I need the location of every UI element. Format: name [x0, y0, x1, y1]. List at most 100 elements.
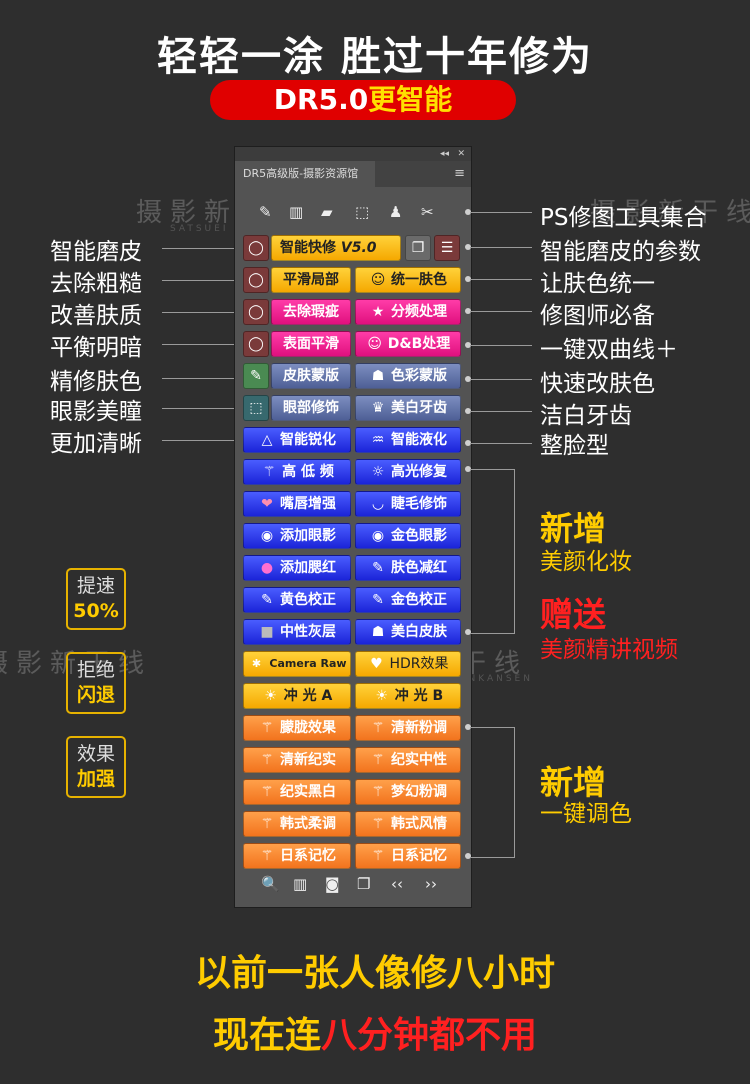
dream-pink-button[interactable]: ⚚ 梦幻粉调	[355, 779, 461, 805]
eraser-icon[interactable]: ▰	[321, 203, 333, 221]
gold-eyeshadow-button[interactable]: ◉金色眼影	[355, 523, 461, 549]
stamp-icon[interactable]: ♟	[389, 203, 403, 221]
gold-correct-button[interactable]: ✎金色校正	[355, 587, 461, 613]
version-pill: DR5.0更智能	[210, 80, 516, 120]
left-label-balance-light: 平衡明暗	[50, 335, 142, 361]
lip-enhance-button[interactable]: ❤嘴唇增强	[243, 491, 351, 517]
panel-tab[interactable]: DR5高级版-摄影资源馆	[235, 161, 375, 187]
brush-icon[interactable]: ✎	[259, 203, 272, 221]
korean-soft-button[interactable]: ⚚韩式柔调	[243, 811, 351, 837]
flash-b-button[interactable]: ☀冲 光 B	[355, 683, 461, 709]
doc-neutral-label: 纪实中性	[391, 752, 447, 768]
smart-liquify-button[interactable]: ♒智能液化	[355, 427, 461, 453]
smart-fix-label: 智能快修	[280, 240, 336, 256]
collapse-icon[interactable]: ◂◂	[439, 149, 449, 159]
neutral-gray-button[interactable]: ■中性灰层	[243, 619, 351, 645]
close-icon[interactable]: ✕	[457, 149, 465, 159]
preview-icon[interactable]: ◙	[325, 875, 340, 893]
puppet-icon[interactable]: ✂	[421, 203, 434, 221]
smart-sharpen-button[interactable]: △智能锐化	[243, 427, 351, 453]
korean-style-button[interactable]: ⚚韩式风情	[355, 811, 461, 837]
dream-pink-label: 梦幻粉调	[391, 784, 447, 800]
dropper-icon[interactable]: ✎	[243, 363, 269, 389]
lasso-icon[interactable]: ◯	[243, 299, 269, 325]
square-icon: ■	[260, 624, 274, 640]
sliders-icon[interactable]: ☰	[434, 235, 460, 261]
slogan-prefix: 现在连	[212, 1015, 321, 1056]
selection-icon[interactable]: ⬚	[355, 203, 370, 221]
camera-raw-button[interactable]: ✱Camera Raw	[243, 651, 351, 677]
dropper-icon: ✎	[261, 592, 273, 608]
add-eyeshadow-button[interactable]: ◉添加眼影	[243, 523, 351, 549]
fresh-doc-button[interactable]: ⚚清新纪实	[243, 747, 351, 773]
next-icon[interactable]: ››	[425, 875, 437, 893]
lasso-icon[interactable]: ◯	[243, 267, 269, 293]
fresh-pink-button[interactable]: ⚚清新粉调	[355, 715, 461, 741]
panel-tabbar: DR5高级版-摄影资源馆 ≡	[235, 161, 471, 187]
tool-icon-row: ✎ ▥ ▰ ⬚ ♟ ✂	[259, 203, 459, 225]
left-label-remove-rough: 去除粗糙	[50, 271, 142, 297]
duplicate-icon[interactable]: ❐	[357, 875, 371, 893]
smooth-local-button[interactable]: 平滑局部	[271, 267, 351, 293]
whiten-teeth-button[interactable]: ♛美白牙齿	[355, 395, 461, 421]
hazy-button[interactable]: ⚚朦胧效果	[243, 715, 351, 741]
layers-icon[interactable]: ❐	[405, 235, 431, 261]
leader-dot	[465, 376, 471, 382]
hdr-button[interactable]: ♥HDR效果	[355, 651, 461, 677]
mask-icon: ☗	[371, 368, 385, 384]
bandage-icon[interactable]: ▥	[289, 203, 304, 221]
star-icon: ★	[371, 304, 385, 320]
speed-badge: 提速 50%	[66, 568, 126, 630]
leader-line	[162, 440, 234, 441]
gift-subtitle: 美颜精讲视频	[540, 637, 678, 663]
panel-menu-icon[interactable]: ≡	[454, 166, 465, 181]
lasso-icon[interactable]: ◯	[243, 235, 269, 261]
reduce-red-button[interactable]: ✎肤色减红	[355, 555, 461, 581]
whiten-skin-button[interactable]: ☗美白皮肤	[355, 619, 461, 645]
japanese-memory-button[interactable]: ⚚日系记忆	[243, 843, 351, 869]
wand-icon: ⚚	[371, 848, 385, 864]
doc-bw-button[interactable]: ⚚纪实黑白	[243, 779, 351, 805]
eye-retouch-button[interactable]: 眼部修饰	[271, 395, 351, 421]
wand-icon: ⚚	[260, 720, 274, 736]
doc-neutral-button[interactable]: ⚚纪实中性	[355, 747, 461, 773]
japanese-memory-button-2[interactable]: ⚚日系记忆	[355, 843, 461, 869]
triangle-icon: △	[261, 432, 273, 448]
eyelash-icon: ◡	[372, 496, 384, 512]
leader-line	[470, 247, 532, 248]
eyelash-button[interactable]: ◡睫毛修饰	[355, 491, 461, 517]
compare-icon[interactable]: ▥	[293, 875, 308, 893]
prev-icon[interactable]: ‹‹	[391, 875, 403, 893]
wand-icon: ⚚	[371, 720, 385, 736]
frequency-button[interactable]: ★分频处理	[355, 299, 461, 325]
leader-line	[470, 279, 532, 280]
leader-line	[162, 280, 234, 281]
korean-style-label: 韩式风情	[391, 816, 447, 832]
highlight-repair-button[interactable]: ☼高光修复	[355, 459, 461, 485]
unify-skin-button[interactable]: ☺统一肤色	[355, 267, 461, 293]
badge-label: 提速	[76, 575, 115, 597]
color-mask-button[interactable]: ☗色彩蒙版	[355, 363, 461, 389]
right-label-skin-color: 快速改肤色	[540, 371, 655, 397]
leader-line	[162, 344, 234, 345]
flash-a-button[interactable]: ☀冲 光 A	[243, 683, 351, 709]
wand-icon: ⚚	[371, 784, 385, 800]
bracket-makeup	[470, 469, 515, 634]
fresh-doc-label: 清新纪实	[280, 752, 336, 768]
remove-blemish-button[interactable]: 去除瑕疵	[271, 299, 351, 325]
flower-icon: ✱	[251, 657, 262, 670]
zoom-icon[interactable]: 🔍	[261, 875, 280, 893]
add-blush-button[interactable]: ●添加腮红	[243, 555, 351, 581]
selection-icon[interactable]: ⬚	[243, 395, 269, 421]
yellow-correct-button[interactable]: ✎黄色校正	[243, 587, 351, 613]
leader-dot	[465, 440, 471, 446]
left-label-clarity: 更加清晰	[50, 431, 142, 457]
skin-mask-button[interactable]: 皮肤蒙版	[271, 363, 351, 389]
lasso-icon[interactable]: ◯	[243, 331, 269, 357]
sun-icon: ☀	[264, 688, 277, 704]
surface-smooth-button[interactable]: 表面平滑	[271, 331, 351, 357]
smart-fix-button[interactable]: 智能快修 V5.0	[271, 235, 401, 261]
high-low-freq-button[interactable]: ⚚高 低 频	[243, 459, 351, 485]
db-label: D&B处理	[387, 336, 451, 352]
db-button[interactable]: ☺D&B处理	[355, 331, 461, 357]
